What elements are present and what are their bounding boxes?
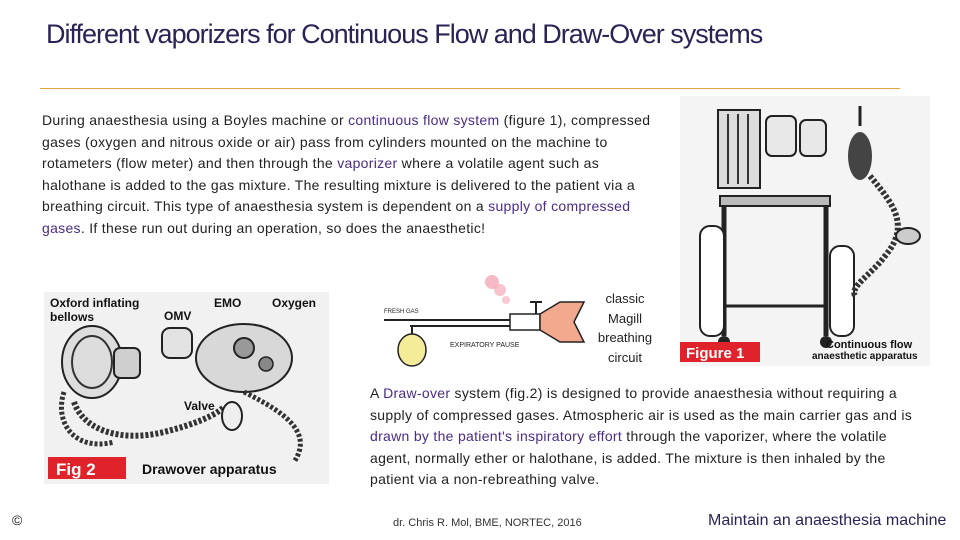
title-divider xyxy=(40,88,900,89)
body-text: system (fig.2) is designed to provide an… xyxy=(370,385,913,423)
label-valve: Valve xyxy=(184,399,215,413)
highlighted-term: Draw-over xyxy=(383,385,451,401)
label-bellows: bellows xyxy=(50,310,94,324)
footer-module-title: Maintain an anaesthesia machine xyxy=(708,512,947,529)
highlighted-term: supply of compressed gases xyxy=(42,198,631,236)
figure-1-continuous-flow-image: Figure 1 Continuous flow anaesthetic app… xyxy=(680,96,930,366)
body-text: where a volatile agent such as halothane… xyxy=(42,155,635,214)
figure-1-label: Figure 1 xyxy=(686,345,744,362)
magill-expiratory-pause-label: EXPIRATORY PAUSE xyxy=(450,342,520,349)
magill-caption: classic Magill breathing circuit xyxy=(590,289,660,367)
slide-title: Different vaporizers for Continuous Flow… xyxy=(46,19,763,49)
label-oxygen: Oxygen xyxy=(272,296,316,310)
label-emo: EMO xyxy=(214,296,241,310)
figure-2-drawover-image: Oxford inflating bellows EMO Oxygen OMV … xyxy=(44,292,329,484)
label-oxford-inflating: Oxford inflating xyxy=(50,296,139,310)
paragraph-draw-over: A Draw-over system (fig.2) is designed t… xyxy=(370,383,915,491)
figure-1-caption-line2: anaesthetic apparatus xyxy=(812,351,918,362)
boyles-machine-drawing: Figure 1 Continuous flow anaesthetic app… xyxy=(680,96,930,366)
figure-2-caption: Drawover apparatus xyxy=(142,461,277,477)
label-omv: OMV xyxy=(164,309,191,323)
drawover-drawing: Oxford inflating bellows EMO Oxygen OMV … xyxy=(44,292,329,484)
highlighted-term: vaporizer xyxy=(337,155,398,171)
body-text: (figure 1), compressed gases (oxygen and… xyxy=(42,112,651,171)
magill-caption-line: classic xyxy=(605,291,645,306)
magill-fresh-gas-label: FRESH GAS xyxy=(384,309,419,315)
footer-author: dr. Chris R. Mol, BME, NORTEC, 2016 xyxy=(393,517,582,529)
body-text: During anaesthesia using a Boyles machin… xyxy=(42,112,349,128)
magill-caption-line: breathing xyxy=(597,330,653,345)
body-text: through the vaporizer, where the volatil… xyxy=(370,428,887,487)
figure-2-label: Fig 2 xyxy=(56,460,96,479)
highlighted-term: drawn by the patient's inspiratory effor… xyxy=(370,428,623,444)
paragraph-continuous-flow: During anaesthesia using a Boyles machin… xyxy=(42,110,662,239)
magill-circuit-diagram: FRESH GAS EXPIRATORY PAUSE xyxy=(380,270,590,380)
figure-1-caption-line1: Continuous flow xyxy=(826,339,913,351)
highlighted-term: continuous flow system xyxy=(348,112,500,128)
copyright-symbol: © xyxy=(12,512,23,528)
magill-caption-line: circuit xyxy=(608,349,642,365)
body-text: . If these run out during an operation, … xyxy=(80,219,486,236)
body-text: A xyxy=(370,385,384,401)
magill-caption-line: Magill xyxy=(608,310,642,326)
